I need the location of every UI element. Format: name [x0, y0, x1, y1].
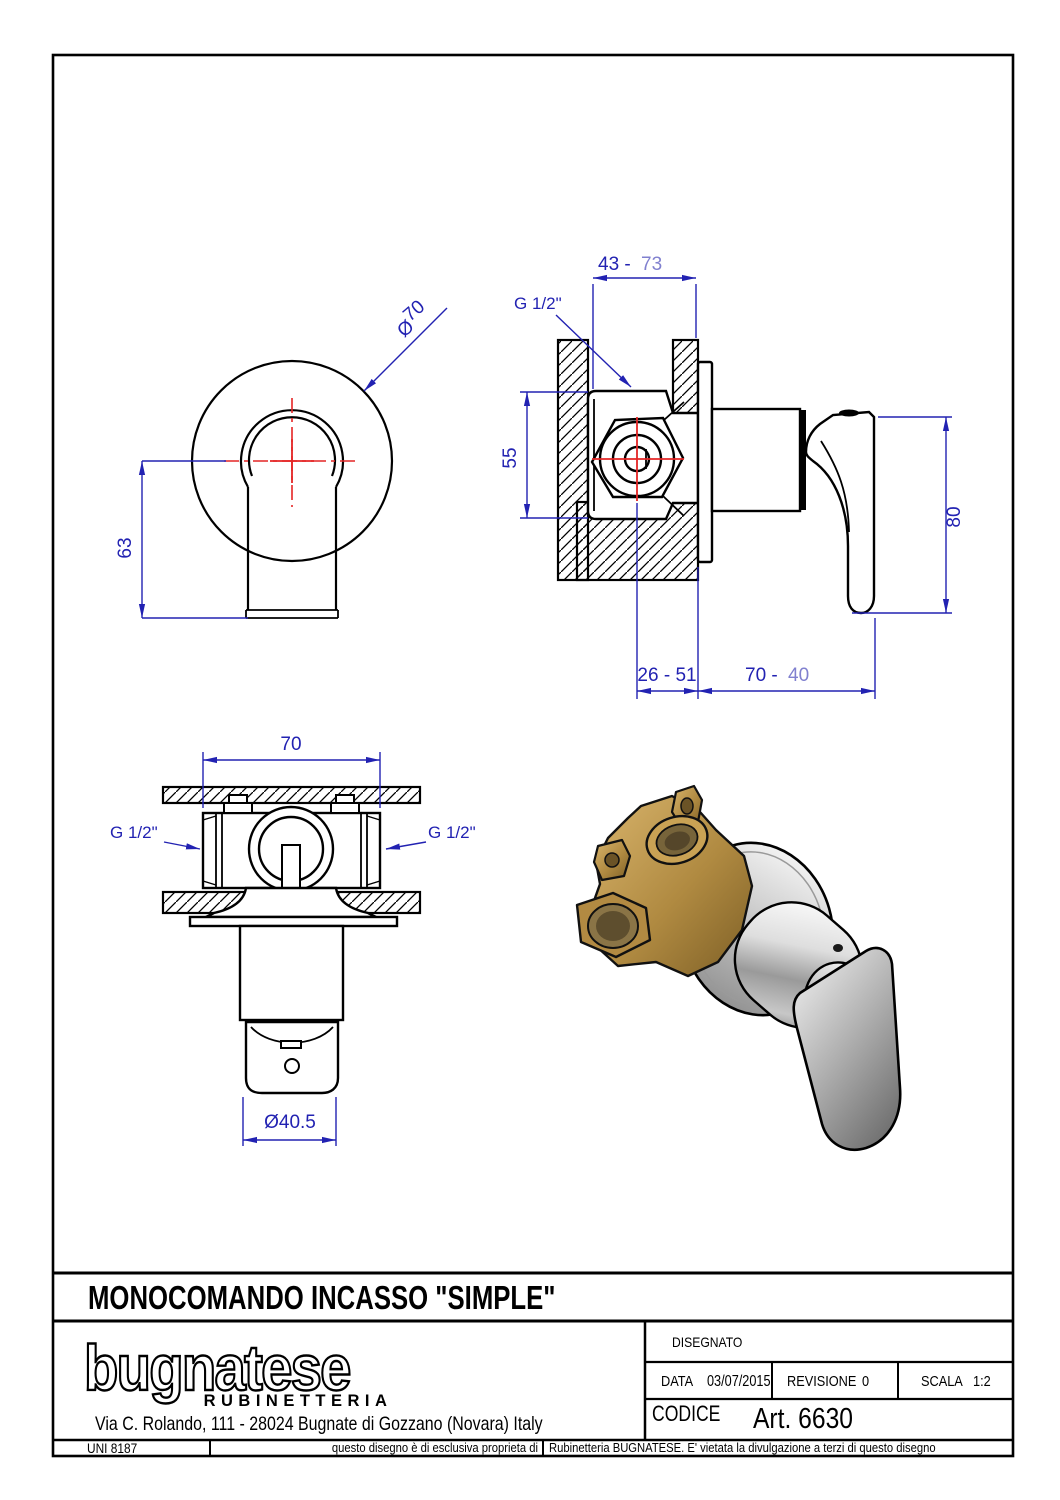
brand-division: RUBINETTERIA [204, 1392, 393, 1410]
handle-lever-3d [792, 946, 902, 1151]
scala-label: SCALA [921, 1372, 963, 1389]
data-value: 03/07/2015 [707, 1373, 771, 1390]
front-view: 63 Ø70 [115, 296, 448, 619]
hub-front [238, 924, 345, 1022]
dim-section-width: 70 [280, 734, 301, 755]
revisione-value: 0 [862, 1372, 869, 1389]
set-screw [833, 944, 843, 952]
brand-logo: bugnatese [84, 1332, 350, 1404]
norm-reference: UNI 8187 [87, 1440, 137, 1456]
title-block: MONOCOMANDO INCASSO "SIMPLE" bugnatese R… [53, 1271, 1013, 1456]
wall-hatch-top [161, 785, 422, 805]
inlet-port-top [645, 814, 709, 866]
isometric-render [575, 784, 902, 1151]
data-label: DATA [661, 1372, 694, 1389]
dim-side-wall-range: 26 - 51 [637, 665, 696, 686]
brand-address: Via C. Rolando, 111 - 28024 Bugnate di G… [95, 1413, 543, 1435]
dim-side-out: 70 - 40 [745, 665, 809, 686]
ownership-note-left: questo disegno è di esclusiva proprieta … [332, 1440, 538, 1455]
escutcheon-front [188, 915, 399, 928]
thread-label-right: G 1/2" [428, 823, 476, 842]
codice-value: Art. 6630 [753, 1402, 853, 1434]
dim-cap-diameter: Ø40.5 [264, 1112, 316, 1133]
inlet-port-left [575, 891, 652, 959]
revisione-label: REVISIONE [787, 1372, 856, 1389]
thread-label: G 1/2" [514, 294, 562, 313]
drawing-title: MONOCOMANDO INCASSO "SIMPLE" [88, 1280, 555, 1317]
dim-side-center: 55 [500, 447, 521, 468]
front-section-view: 70 G 1/2" G 1/2" Ø40.5 [110, 734, 476, 1146]
escutcheon-plate [696, 360, 714, 564]
dim-side-depth: 43 - 73 [598, 254, 662, 275]
thread-label-left: G 1/2" [110, 823, 158, 842]
cartridge-stem [281, 844, 301, 889]
sheet-border [51, 53, 1015, 1458]
dim-front-diameter: Ø70 [388, 296, 434, 341]
handle-lever-side [804, 410, 876, 615]
handle-cap [244, 1020, 340, 1095]
handle-hub [710, 407, 802, 513]
wall-hatch-top-right [671, 338, 700, 416]
disegnato-label: DISEGNATO [672, 1334, 742, 1350]
dim-front-height: 63 [115, 537, 136, 558]
dim-side-handle: 80 [944, 506, 965, 527]
codice-label: CODICE [652, 1402, 720, 1426]
ownership-note-right: Rubinetteria BUGNATESE. E' vietata la di… [549, 1440, 936, 1455]
side-section-view: 43 - 73 G 1/2" 55 80 26 - 51 70 - 40 [500, 254, 965, 699]
scala-value: 1:2 [973, 1372, 991, 1389]
